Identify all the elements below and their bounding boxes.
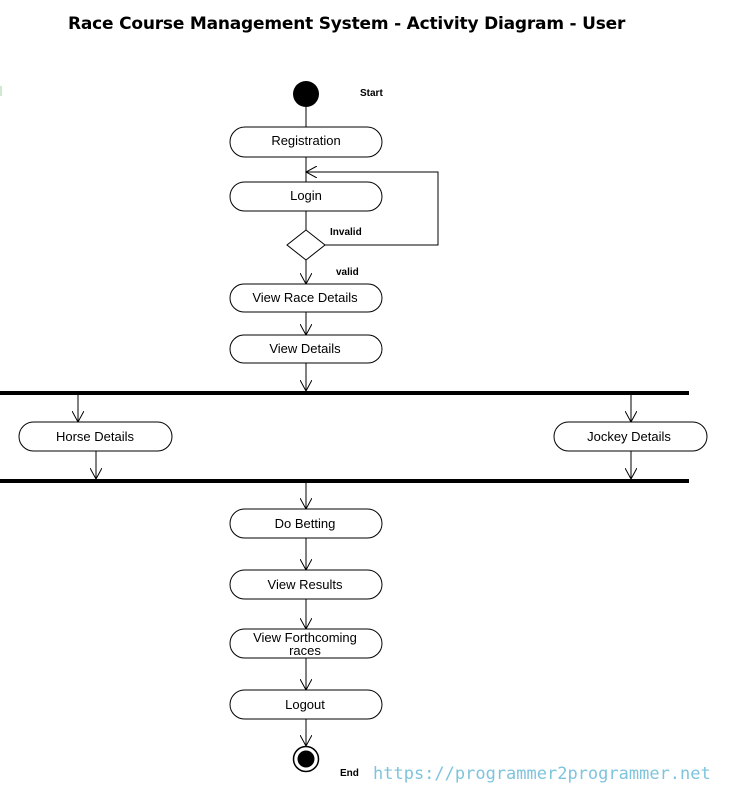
watermark-url: https://programmer2programmer.net [373, 764, 711, 784]
node-logout: Logout [229, 689, 383, 720]
diagram-title: Race Course Management System - Activity… [68, 14, 626, 34]
svg-text:Login: Login [290, 188, 322, 203]
edge-invalid-loop [306, 172, 439, 246]
svg-text:races: races [289, 643, 321, 658]
node-view-race-details: View Race Details [229, 283, 383, 313]
node-do-betting: Do Betting [229, 508, 383, 539]
edge-mark [0, 86, 2, 96]
node-login: Login [229, 181, 383, 212]
start-label: Start [360, 88, 383, 99]
node-registration: Registration [229, 126, 383, 158]
svg-text:Jockey Details: Jockey Details [587, 429, 671, 444]
svg-text:View Forthcoming: View Forthcoming [253, 630, 357, 645]
svg-text:Logout: Logout [285, 697, 325, 712]
guard-invalid: Invalid [330, 227, 362, 238]
end-label: End [340, 768, 359, 779]
node-jockey-details: Jockey Details [553, 421, 708, 452]
svg-text:Horse Details: Horse Details [56, 429, 135, 444]
svg-text:View Results: View Results [268, 577, 343, 592]
node-horse-details: Horse Details [18, 421, 173, 452]
guard-valid: valid [336, 267, 359, 278]
join-bar [0, 479, 689, 483]
end-node [292, 745, 320, 773]
fork-bar [0, 391, 689, 395]
node-view-results: View Results [229, 569, 383, 600]
svg-text:Do Betting: Do Betting [275, 516, 336, 531]
decision-node [286, 229, 326, 261]
svg-text:View Race Details: View Race Details [252, 290, 358, 305]
node-view-details: View Details [229, 334, 383, 364]
start-node [293, 81, 319, 107]
node-view-forthcoming-races: View Forthcoming races [229, 628, 383, 659]
flow-edges [78, 107, 631, 746]
svg-text:Registration: Registration [271, 133, 340, 148]
svg-text:View Details: View Details [269, 341, 341, 356]
